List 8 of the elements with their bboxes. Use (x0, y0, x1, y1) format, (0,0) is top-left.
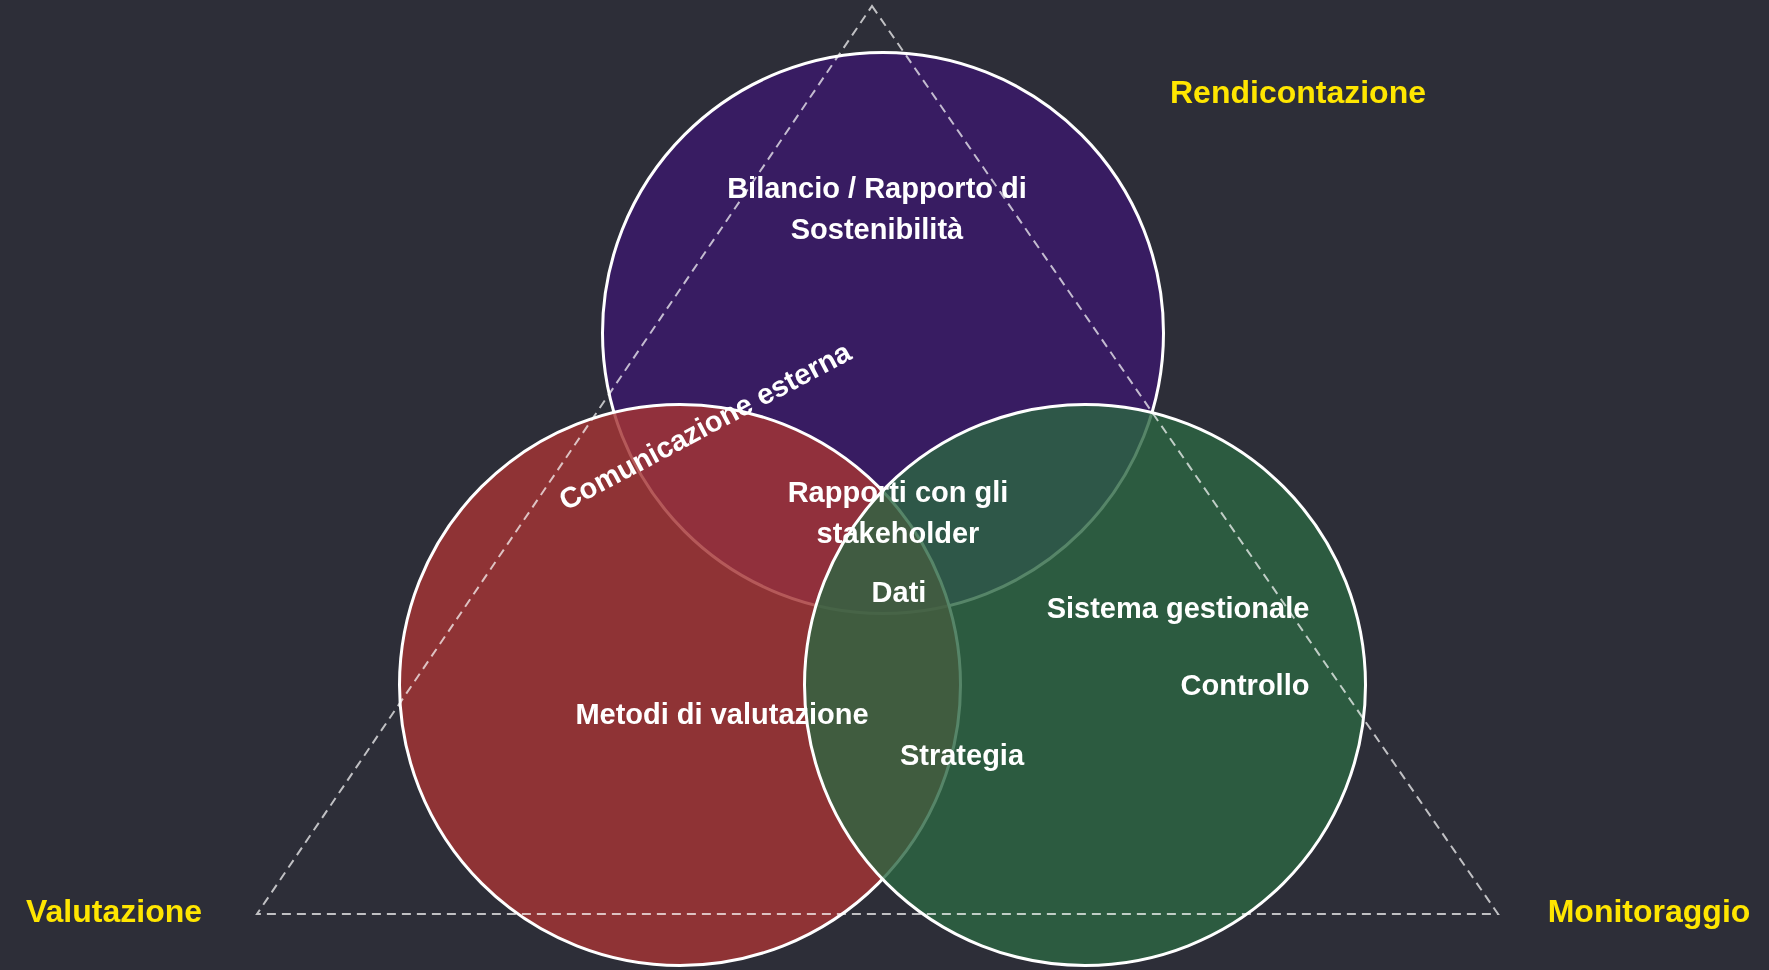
circle-label: Controllo (1180, 667, 1310, 703)
circle-label: Bilancio / Rapporto di Sostenibilità (726, 171, 1028, 247)
vertex-label: Rendicontazione (1170, 72, 1426, 112)
region-label: Strategia (899, 737, 1025, 773)
vertex-label: Valutazione (26, 891, 202, 931)
circle-label: Sistema gestionale (1046, 590, 1310, 626)
region-label: Dati (871, 574, 927, 610)
vertex-label: Monitoraggio (1547, 891, 1751, 931)
